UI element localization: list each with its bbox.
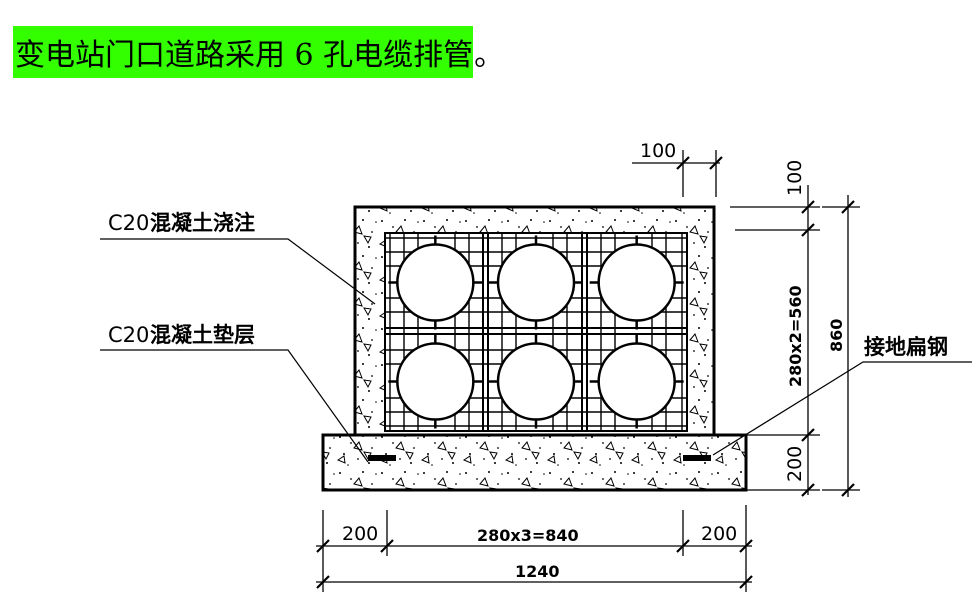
cable-pipe [597,243,676,322]
dim-right-edge: 200 [701,523,737,545]
dim-right-cover: 100 [784,160,806,196]
dim-total-height: 860 [827,319,846,352]
caption-highlight: 变电站门口道路采用 6 孔电缆排管 [13,26,474,78]
cable-pipe [597,342,676,421]
caption: 变电站门口道路采用 6 孔电缆排管。 [13,22,504,82]
pour-label: 混凝土浇注 [150,211,255,235]
leader-lines [100,238,972,463]
dim-cushion-height: 200 [784,446,806,482]
dim-top-cover: 100 [640,140,676,162]
ground-steel-label: 接地扁钢 [864,335,948,359]
cushion-label-prefix: C20 [108,323,149,347]
cushion-label: 混凝土垫层 [150,323,255,347]
cable-pipe [396,243,475,322]
dimension-lines [316,150,860,592]
dim-total-width: 1240 [515,562,560,581]
dim-pipe-rows: 280x2=560 [786,285,805,387]
ground-flat-steel [368,455,711,461]
cable-pipe [496,342,576,421]
cable-pipe [496,243,576,322]
dim-pipe-cols: 280x3=840 [477,526,579,545]
concrete-cushion [321,433,748,492]
caption-tail: 。 [474,38,505,73]
dim-left-edge: 200 [342,523,378,545]
cable-pipe [396,342,475,421]
pour-label-prefix: C20 [108,211,149,235]
cable-pipes [388,235,684,429]
